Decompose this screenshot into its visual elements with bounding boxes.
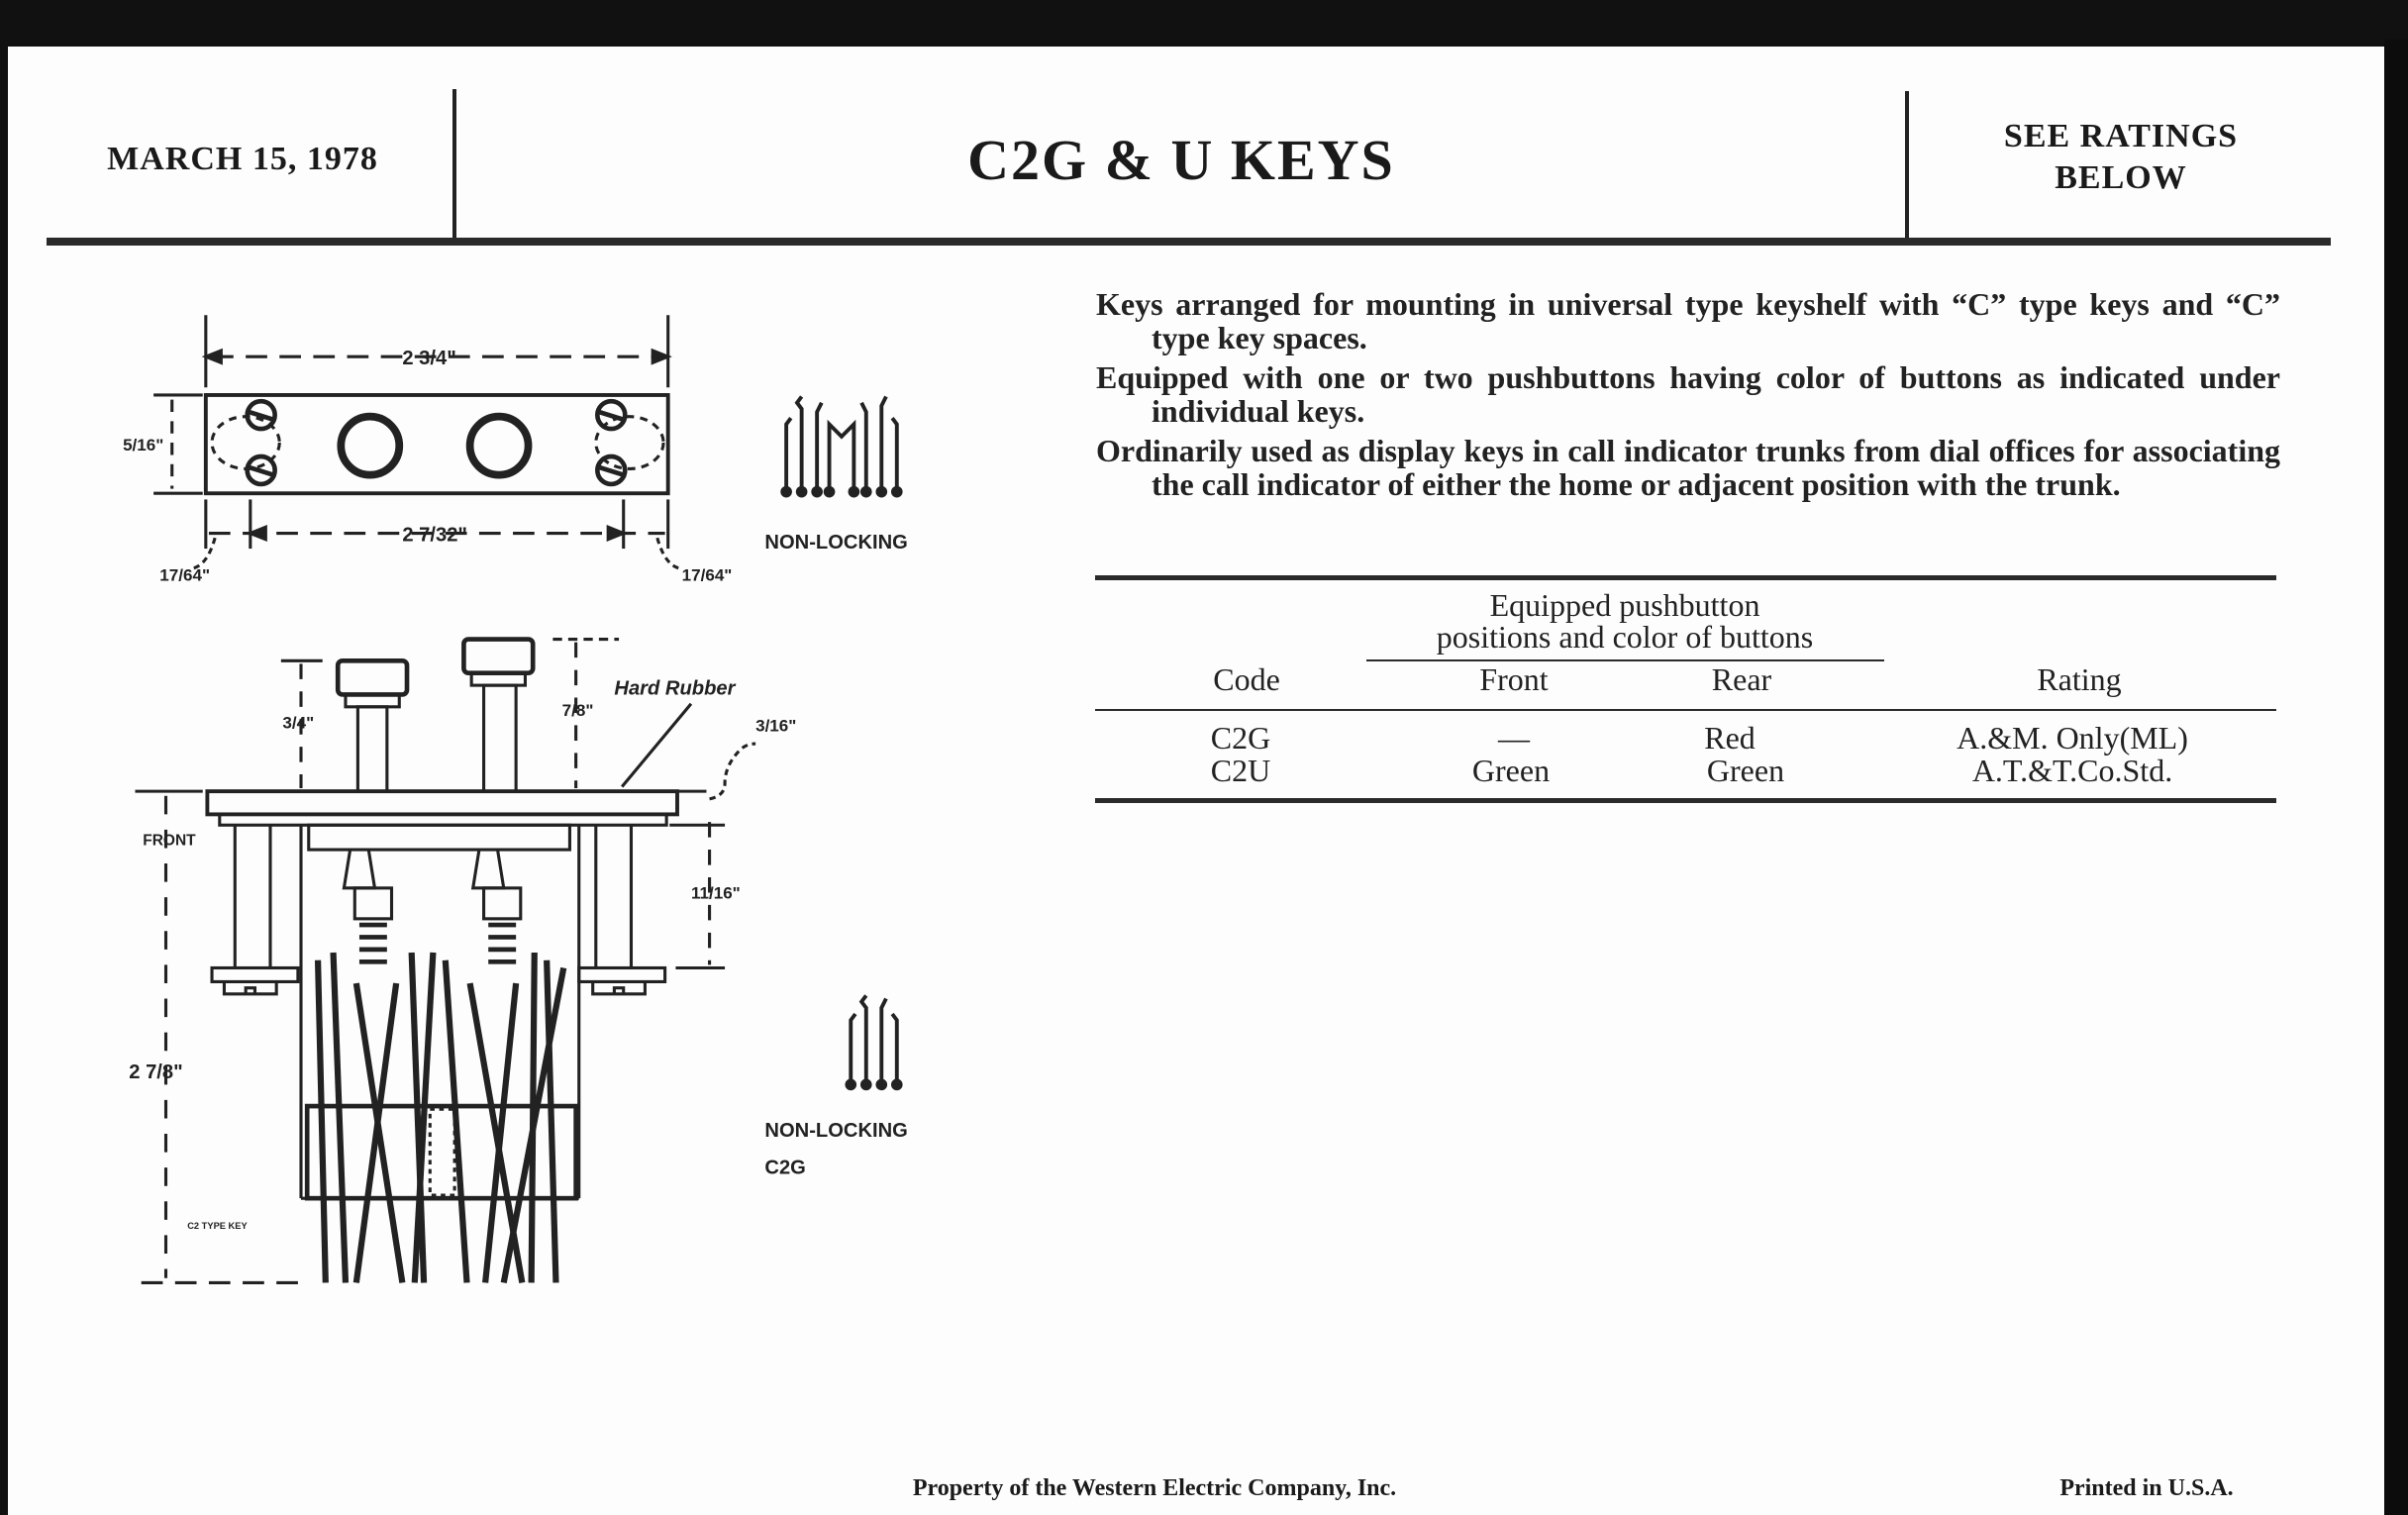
contact-label-bottom: NON-LOCKING: [764, 1120, 907, 1142]
side-view: [135, 637, 756, 1284]
cell-rear: Red: [1704, 720, 1756, 756]
group-header-rule: [1366, 659, 1884, 661]
ratings-note: SEE RATINGS BELOW: [1911, 116, 2331, 199]
contact-symbol-icon: [780, 395, 903, 498]
cell-rating: A.&M. Only(ML): [1956, 720, 2188, 756]
dim-depth: 2 7/8": [129, 1061, 182, 1083]
description-paragraph: Ordinarily used as display keys in call …: [1096, 433, 2280, 502]
hard-rubber-label: Hard Rubber: [614, 677, 736, 699]
dim-offset-left: 17/64": [159, 566, 210, 585]
dim-button-left: 3/4": [282, 714, 314, 733]
description-paragraph: Keys arranged for mounting in universal …: [1096, 286, 2280, 355]
button-hole-icon: [465, 412, 533, 479]
cell-code: C2G: [1210, 720, 1271, 756]
dim-mount-spacing: 2 7/32": [402, 524, 467, 546]
dim-offset-right: 17/64": [682, 566, 733, 585]
contact-symbol-icon: [845, 994, 903, 1091]
issue-date: MARCH 15, 1978: [107, 141, 378, 177]
description-paragraph: Equipped with one or two pushbuttons hav…: [1096, 359, 2280, 429]
dim-overall-width: 2 3/4": [402, 348, 455, 369]
header-divider-left: [452, 89, 456, 240]
ratings-line-1: SEE RATINGS: [2003, 118, 2239, 154]
top-view: [153, 315, 681, 570]
group-header-line-1: Equipped pushbutton: [1489, 587, 1760, 623]
front-label: FRONT: [143, 832, 196, 849]
dim-height: 5/16": [123, 436, 163, 454]
contact-label-top: NON-LOCKING: [764, 532, 907, 554]
column-header-rear: Rear: [1711, 661, 1772, 697]
footer-property: Property of the Western Electric Company…: [912, 1475, 1397, 1501]
type-key-label: C2 TYPE KEY: [187, 1221, 248, 1231]
table-bottom-rule: [1095, 798, 2276, 803]
cell-code: C2U: [1210, 753, 1271, 788]
table-top-rule: [1095, 575, 2276, 580]
cell-rating: A.T.&T.Co.Std.: [1971, 753, 2173, 788]
footer-printed: Printed in U.S.A.: [2059, 1475, 2234, 1501]
dim-plate: 3/16": [755, 717, 796, 736]
button-hole-icon: [337, 412, 404, 479]
scan-edge: [2384, 40, 2408, 1515]
page-title: C2G & U KEYS: [967, 128, 1395, 192]
description: Keys arranged for mounting in universal …: [1096, 287, 2280, 507]
header-divider-right: [1905, 91, 1909, 240]
column-header-rating: Rating: [2037, 661, 2122, 697]
column-header-front: Front: [1479, 661, 1549, 697]
cell-front: —: [1498, 720, 1530, 756]
screw-icon: [245, 398, 628, 487]
dim-button-right: 7/8": [562, 701, 594, 720]
spring-contacts: [314, 952, 567, 1284]
header-row-rule: [1095, 709, 2276, 711]
contact-code: C2G: [764, 1157, 805, 1178]
ratings-line-2: BELOW: [2055, 159, 2187, 196]
dim-post: 11/16": [691, 884, 741, 903]
document-page: [8, 47, 2384, 1515]
column-header-code: Code: [1213, 661, 1280, 697]
header-rule: [47, 238, 2331, 246]
group-header-line-2: positions and color of buttons: [1436, 619, 1814, 655]
cell-front: Green: [1471, 753, 1551, 788]
cell-rear: Green: [1706, 753, 1785, 788]
